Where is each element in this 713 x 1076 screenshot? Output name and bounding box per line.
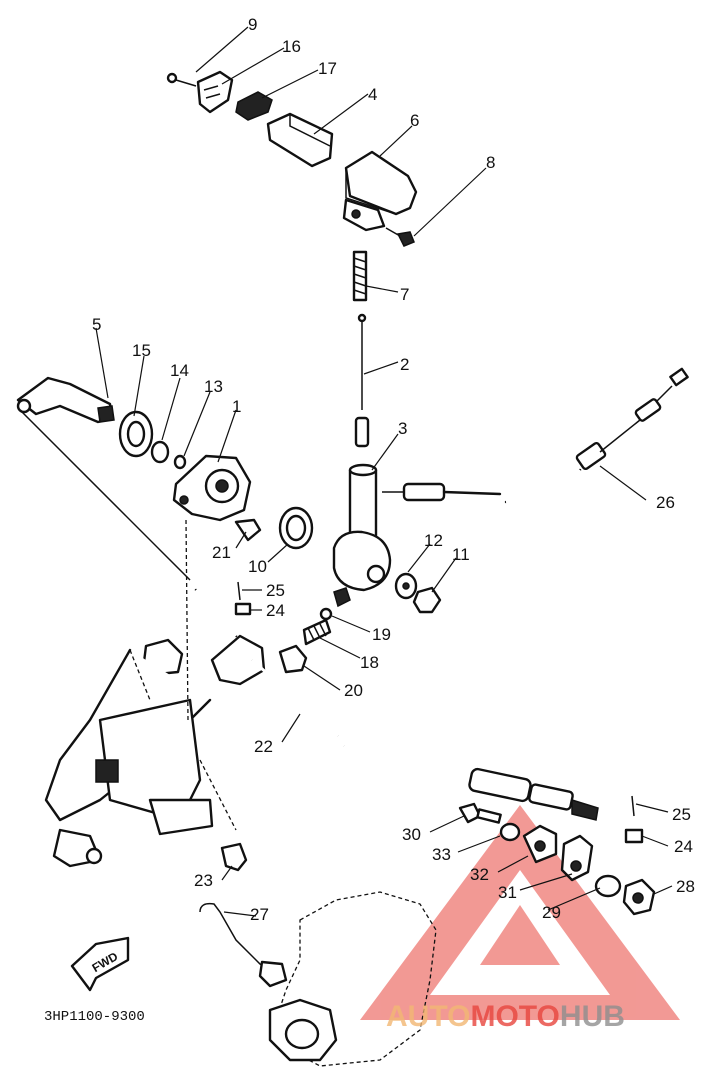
part-4-pad [266,112,334,168]
watermark-logo-triangle [360,805,680,1020]
label-18: 18 [360,653,379,672]
label-23: 23 [194,871,213,890]
part-8-bolt [385,227,415,247]
label-33: 33 [432,845,451,864]
part-17-clip [235,91,273,121]
part-16-bracket [196,70,234,114]
part-14-washer [150,440,170,464]
part-22-shift-rod [19,409,599,821]
label-26: 26 [656,493,675,512]
part-2-rod [354,313,370,448]
part-20-collar [278,644,308,674]
part-27-breather-tube [199,902,288,988]
watermark-moto: MOTO [470,1000,559,1033]
label-15: 15 [132,341,151,360]
part-29-collar [594,874,622,898]
label-16: 16 [282,37,301,56]
part-24-pin-upper [234,602,252,616]
part-23-grease-nipple [220,842,248,872]
part-15-seal [118,410,154,458]
label-24-lower: 24 [674,837,693,856]
part-6-lever [342,150,418,232]
part-1-shift-gear-assy [172,454,252,522]
label-20: 20 [344,681,363,700]
label-6: 6 [410,111,419,130]
drawing-code: 3HP1100-9300 [44,1009,145,1025]
part-24-pin-lower [624,828,644,844]
part-25-cotter-pin-upper [237,581,241,601]
label-22: 22 [254,737,273,756]
label-11: 11 [452,545,470,564]
part-30-bolt [458,802,502,824]
label-2: 2 [400,355,409,374]
label-3: 3 [398,419,407,438]
part-9-screw [166,72,197,87]
watermark-text: AUTOMOTOHUB [386,1000,625,1033]
part-labels: 9 16 17 4 6 8 7 2 3 26 5 15 14 13 1 21 1… [92,15,695,924]
label-1: 1 [232,397,241,416]
part-26-cable [382,367,689,504]
part-19-ball [319,607,333,621]
label-31: 31 [498,883,517,902]
leader-lines [95,26,673,917]
label-25-upper: 25 [266,581,285,600]
label-24-upper: 24 [266,601,285,620]
part-28-nut [622,878,656,916]
part-13-oring [173,454,187,470]
part-33-washer [499,822,521,842]
label-4: 4 [368,85,377,104]
part-18-spring [302,618,332,646]
label-27: 27 [250,905,269,924]
label-5: 5 [92,315,101,334]
label-28: 28 [676,877,695,896]
part-3-shaft-housing [332,463,392,608]
label-13: 13 [204,377,223,396]
part-10-seal [278,506,314,550]
part-25-cotter-pin-lower [631,795,635,817]
part-12-washer [394,572,418,600]
part-32-joint [522,824,558,864]
label-32: 32 [470,865,489,884]
label-10: 10 [248,557,267,576]
label-17: 17 [318,59,337,78]
part-7-spring [352,250,368,302]
svg-text:AUTOMOTOHUB: AUTOMOTOHUB [386,1000,625,1033]
watermark-hub: HUB [560,1000,625,1033]
label-29: 29 [542,903,561,922]
label-12: 12 [424,531,443,550]
label-30: 30 [402,825,421,844]
label-8: 8 [486,153,495,172]
label-7: 7 [400,285,409,304]
watermark-auto: AUTO [386,1000,470,1033]
part-11-nut [412,586,442,614]
label-19: 19 [372,625,391,644]
engine-case-outline [268,891,437,1067]
label-14: 14 [170,361,189,380]
label-21: 21 [212,543,231,562]
part-31-link [560,834,594,882]
part-5-shift-arm [16,376,115,424]
label-9: 9 [248,15,257,34]
fwd-arrow-icon: FWD [70,936,130,992]
label-25-lower: 25 [672,805,691,824]
shift-pedal-bracket [44,519,237,868]
part-21-bolt [234,518,262,542]
